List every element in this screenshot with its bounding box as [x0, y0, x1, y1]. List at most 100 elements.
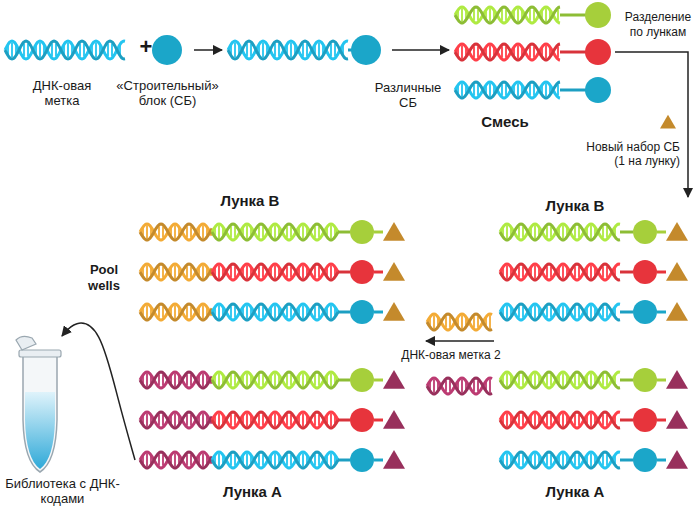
base-pair [545, 46, 547, 59]
base-pair [529, 46, 531, 58]
base-pair [202, 306, 204, 319]
dna-strand [212, 372, 338, 388]
base-pair [473, 380, 475, 392]
base-pair [546, 374, 548, 386]
base-pair [506, 306, 508, 319]
base-pair [529, 9, 531, 21]
base-pair [186, 374, 188, 386]
building-block-2 [383, 370, 405, 389]
linker [620, 419, 633, 422]
base-pair [534, 266, 536, 279]
base-pair [518, 414, 520, 426]
base-pair [258, 306, 260, 318]
base-pair [230, 414, 232, 426]
dna-strand [500, 224, 620, 240]
base-pair [473, 9, 475, 21]
dna-strand [500, 264, 620, 280]
linker [338, 459, 350, 462]
base-pair [290, 266, 292, 278]
base-pair [318, 266, 320, 278]
base-pair [234, 414, 236, 426]
base-pair [286, 306, 288, 318]
base-pair [606, 454, 608, 466]
building-block [633, 260, 657, 284]
linker [560, 14, 586, 17]
base-pair [506, 266, 508, 279]
process-arrow [194, 49, 222, 51]
base-pair [51, 44, 53, 57]
base-pair [146, 414, 148, 427]
dna-strand [500, 452, 620, 468]
base-pair [290, 454, 292, 466]
base-pair [190, 226, 192, 238]
base-pair [334, 44, 336, 57]
base-pair [246, 306, 248, 319]
base-pair [218, 414, 220, 427]
base-pair [545, 84, 547, 97]
base-pair [489, 380, 491, 393]
base-pair [522, 266, 524, 278]
base-pair [489, 84, 491, 97]
node-label: Лунка А [135, 483, 370, 501]
base-pair [158, 454, 160, 466]
base-pair [318, 414, 320, 426]
base-pair [190, 306, 192, 318]
building-block-2 [666, 222, 688, 241]
base-pair [477, 316, 479, 328]
base-pair [174, 226, 176, 239]
base-pair [546, 454, 548, 466]
building-block-2 [666, 450, 688, 469]
dna-helix [5, 41, 125, 59]
base-pair [67, 43, 69, 57]
base-pair [534, 414, 536, 427]
base-pair [314, 266, 316, 278]
dna-helix [140, 412, 212, 428]
base-pair [433, 380, 435, 393]
base-pair [302, 44, 304, 57]
base-pair [202, 266, 204, 279]
base-pair [290, 43, 292, 57]
base-pair [95, 43, 97, 57]
base-pair [517, 84, 519, 97]
dna-strand [500, 224, 620, 240]
dna-strand [140, 412, 212, 428]
base-pair [286, 226, 288, 238]
dna-strand [455, 7, 560, 23]
base-pair [234, 306, 236, 318]
base-pair [262, 43, 264, 57]
dna-strand [500, 452, 620, 468]
base-pair [529, 84, 531, 96]
base-pair [202, 226, 204, 239]
dna-strand [212, 224, 338, 240]
dna-strand [228, 41, 348, 59]
base-pair [274, 226, 276, 239]
base-pair [230, 306, 232, 318]
base-pair [39, 43, 41, 57]
building-block [351, 35, 381, 65]
base-pair [274, 374, 276, 387]
base-pair [162, 226, 164, 238]
base-pair [546, 226, 548, 238]
base-pair [506, 414, 508, 427]
base-pair [562, 414, 564, 427]
base-pair [533, 84, 535, 96]
base-pair [318, 306, 320, 318]
base-pair [230, 374, 232, 386]
dna-strand [455, 82, 560, 98]
base-pair [501, 46, 503, 58]
dna-helix [140, 372, 212, 388]
base-pair [258, 414, 260, 426]
dna-strand [5, 41, 125, 59]
stage-group: Лунка А [495, 365, 698, 505]
base-pair [574, 266, 576, 278]
base-pair [258, 454, 260, 466]
base-pair [274, 414, 276, 427]
linker [620, 311, 633, 314]
dna-helix [212, 304, 338, 320]
base-pair [302, 374, 304, 387]
linker [560, 51, 586, 54]
base-pair [522, 454, 524, 466]
base-pair [274, 266, 276, 279]
base-pair [505, 84, 507, 96]
building-block [350, 220, 374, 244]
